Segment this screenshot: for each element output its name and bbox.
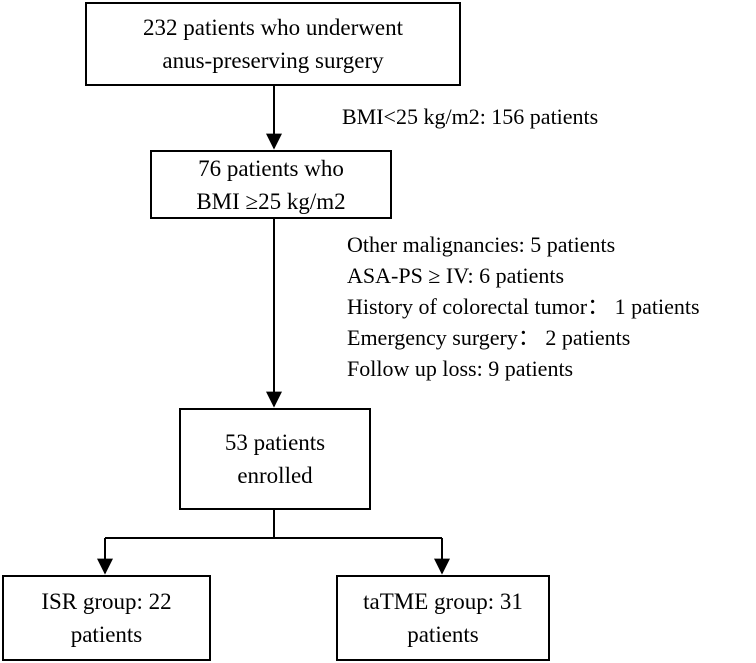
exclusion-note-criteria: Other malignancies: 5 patients ASA-PS ≥ …	[347, 229, 700, 384]
exclusion-note-bmi: BMI<25 kg/m2: 156 patients	[342, 101, 598, 132]
box-initial-line-2: anus-preserving surgery	[162, 48, 384, 73]
exclusion-criteria-line: Emergency surgery： 2 patients	[347, 325, 631, 350]
box-enrolled-line-2: enrolled	[237, 463, 313, 488]
exclusion-criteria-line: ASA-PS ≥ IV: 6 patients	[347, 263, 565, 288]
box-enrolled-patients: 53 patients enrolled	[179, 408, 371, 510]
box-isr-line-1: ISR group: 22	[41, 589, 172, 614]
box-bmi-patients: 76 patients who BMI ≥25 kg/m2	[150, 150, 392, 219]
exclusion-criteria-line: Other malignancies: 5 patients	[347, 232, 616, 257]
box-initial-line-1: 232 patients who underwent	[143, 15, 403, 40]
box-bmi-line-2: BMI ≥25 kg/m2	[196, 188, 346, 214]
box-initial-patients: 232 patients who underwent anus-preservi…	[85, 2, 461, 86]
exclusion-criteria-line: Follow up loss: 9 patients	[347, 356, 574, 381]
box-isr-line-2: patients	[70, 622, 143, 647]
box-isr-group: ISR group: 22 patients	[2, 575, 211, 661]
box-enrolled-line-1: 53 patients	[224, 430, 326, 455]
box-tatme-line-1: taTME group: 31	[363, 589, 523, 614]
exclusion-criteria-line: History of colorectal tumor： 1 patients	[347, 294, 700, 319]
box-tatme-line-2: patients	[407, 622, 479, 647]
box-bmi-line-1: 76 patients who	[198, 155, 344, 181]
box-tatme-group: taTME group: 31 patients	[336, 575, 550, 661]
exclusion-bmi-line: BMI<25 kg/m2: 156 patients	[342, 104, 599, 129]
